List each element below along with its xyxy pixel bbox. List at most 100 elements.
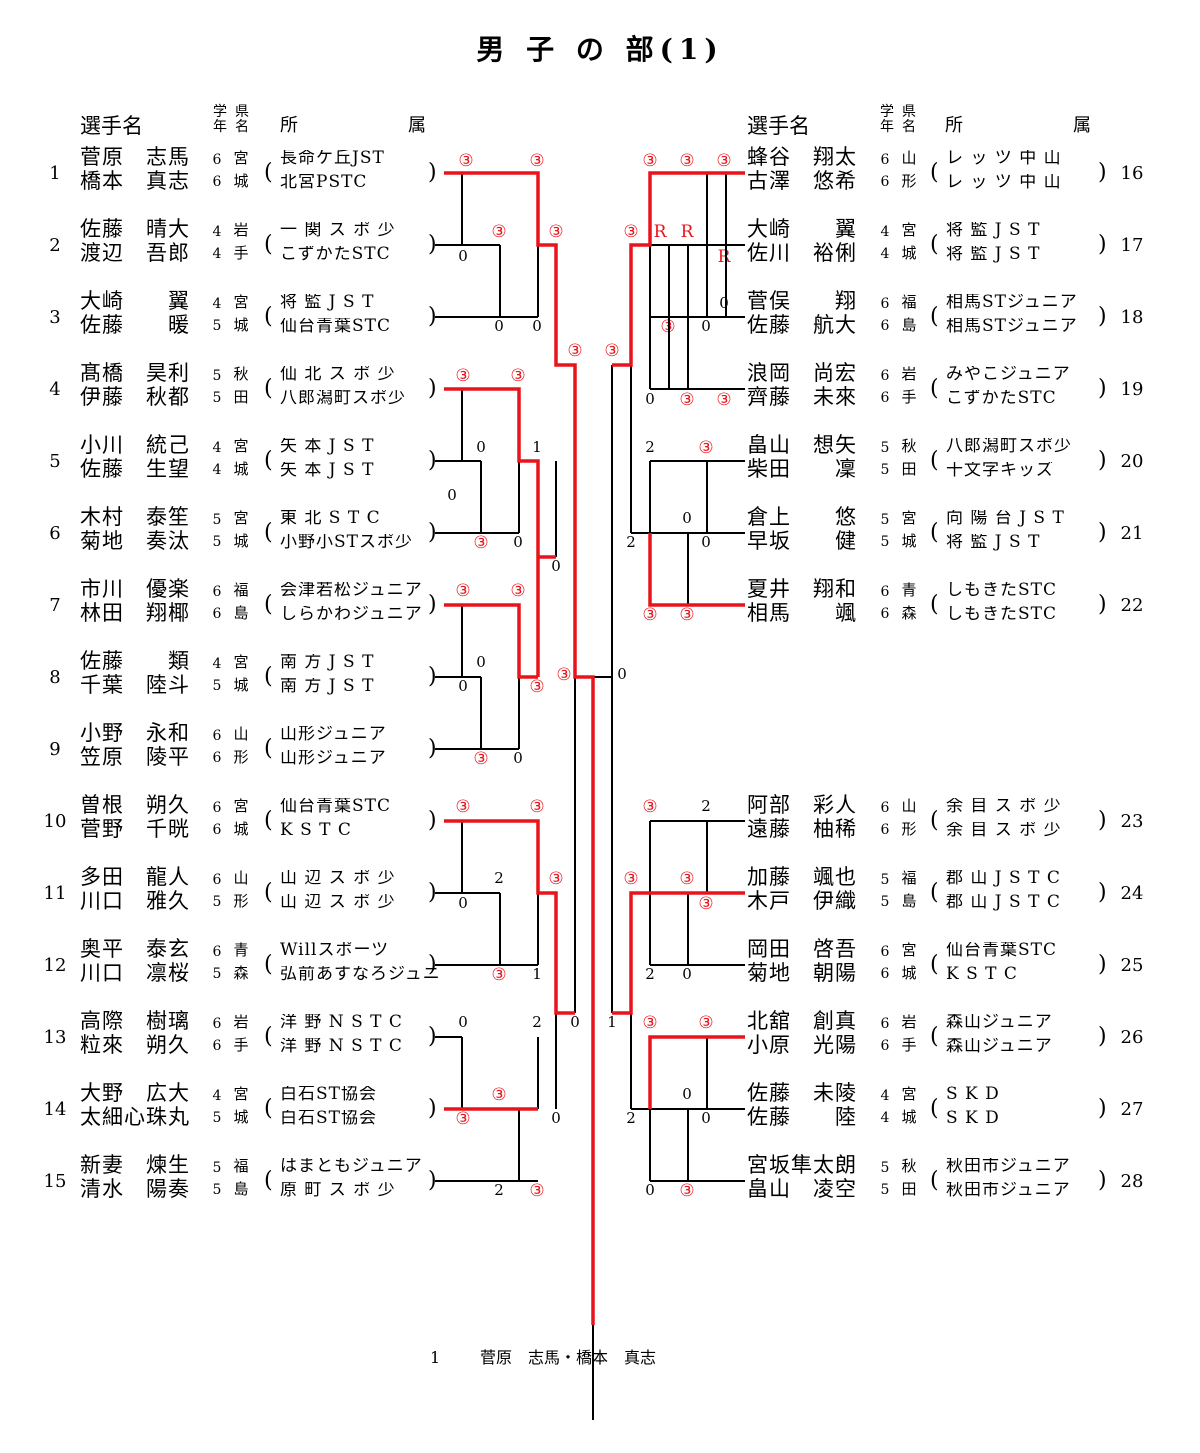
player-pref: 島 — [233, 1180, 249, 1198]
paren-open: ( — [930, 1168, 939, 1193]
match-score: 0 — [682, 1085, 692, 1103]
match-score: ③ — [567, 341, 583, 361]
player-pref: 福 — [233, 1157, 249, 1175]
match-score: ③ — [642, 797, 658, 817]
paren-close: ) — [428, 1096, 437, 1121]
paren-open: ( — [264, 880, 273, 905]
player-pref: 城 — [901, 532, 917, 550]
player-grade: 4 — [212, 1088, 222, 1104]
paren-open: ( — [930, 448, 939, 473]
match-score: 0 — [494, 317, 504, 335]
seed-number: 14 — [43, 1099, 67, 1120]
player-grade: 5 — [212, 534, 222, 550]
paren-open: ( — [264, 808, 273, 833]
match-score: 0 — [458, 677, 468, 695]
paren-close: ) — [1098, 376, 1107, 401]
player-name: 佐藤 晴大 — [80, 217, 190, 241]
seed-number: 15 — [43, 1171, 67, 1192]
match-score: ③ — [510, 581, 526, 601]
match-score: 0 — [476, 653, 486, 671]
seed-number: 19 — [1120, 379, 1144, 400]
player-name: 菊地 朝陽 — [747, 961, 857, 985]
seed-number: 9 — [49, 739, 61, 760]
player-club: はまともジュニア — [280, 1158, 423, 1175]
player-pref: 岩 — [901, 365, 917, 383]
match-score: ③ — [529, 797, 545, 817]
player-pref: 山 — [901, 797, 917, 815]
paren-open: ( — [930, 1024, 939, 1049]
player-grade: 4 — [212, 296, 222, 312]
player-grade: 5 — [880, 534, 890, 550]
player-grade: 4 — [212, 246, 222, 262]
paren-close: ) — [428, 304, 437, 329]
player-name: 宮坂隼太朗 — [747, 1153, 857, 1177]
match-score: ③ — [473, 749, 489, 769]
player-club: しらかわジュニア — [280, 606, 423, 623]
paren-close: ) — [428, 448, 437, 473]
paren-close: ) — [1098, 232, 1107, 257]
seed-number: 25 — [1120, 955, 1144, 976]
player-pref: 山 — [901, 149, 917, 167]
player-club: 向 陽 台 J S T — [946, 510, 1065, 527]
paren-close: ) — [428, 160, 437, 185]
player-pref: 宮 — [901, 509, 917, 527]
paren-close: ) — [428, 520, 437, 545]
match-score: 0 — [570, 1013, 580, 1031]
seed-number: 20 — [1120, 451, 1144, 472]
paren-open: ( — [930, 592, 939, 617]
player-grade: 6 — [880, 296, 890, 312]
player-pref: 城 — [233, 460, 249, 478]
seed-number: 3 — [49, 307, 61, 328]
paren-open: ( — [264, 520, 273, 545]
player-grade: 6 — [880, 606, 890, 622]
left-header-player: 選手名 — [80, 114, 143, 138]
player-name: 清水 陽奏 — [80, 1177, 190, 1201]
player-pref: 山 — [233, 725, 249, 743]
player-grade: 6 — [880, 390, 890, 406]
paren-open: ( — [264, 736, 273, 761]
match-score: ③ — [556, 665, 572, 685]
player-grade: 5 — [212, 678, 222, 694]
player-name: 木戸 伊織 — [747, 889, 857, 913]
match-score: ③ — [491, 222, 507, 242]
player-grade: 6 — [212, 1038, 222, 1054]
player-club: 山 辺 ス ポ 少 — [280, 894, 396, 911]
seed-number: 28 — [1120, 1171, 1144, 1192]
player-grade: 4 — [880, 1110, 890, 1126]
match-score: ③ — [548, 222, 564, 242]
match-score: ③ — [679, 151, 695, 171]
player-name: 奥平 泰玄 — [80, 937, 190, 961]
player-name: 大野 広大 — [80, 1081, 190, 1105]
paren-open: ( — [930, 232, 939, 257]
match-score: 0 — [701, 533, 711, 551]
player-name: 小川 統己 — [80, 433, 190, 457]
player-name: 岡田 啓吾 — [747, 937, 857, 961]
match-score: 2 — [701, 797, 711, 815]
paren-close: ) — [1098, 1168, 1107, 1193]
player-grade: 5 — [212, 894, 222, 910]
player-club: 将 監 J S T — [280, 294, 375, 311]
player-pref: 宮 — [233, 509, 249, 527]
player-name: 菊地 奏汰 — [80, 529, 190, 553]
player-club: しもきたSTC — [946, 606, 1057, 623]
player-pref: 城 — [233, 1108, 249, 1126]
player-pref: 岩 — [901, 1013, 917, 1031]
seed-number: 11 — [43, 883, 67, 904]
paren-close: ) — [428, 736, 437, 761]
player-pref: 田 — [901, 1180, 917, 1198]
player-name: 古澤 悠希 — [747, 169, 857, 193]
right-header-pref: 県名 — [902, 104, 916, 135]
player-club: K S T C — [280, 822, 352, 839]
paren-close: ) — [428, 1168, 437, 1193]
right-header-club-b: 属 — [1073, 115, 1091, 136]
player-pref: 宮 — [901, 941, 917, 959]
match-score: ③ — [473, 533, 489, 553]
match-score: ③ — [642, 605, 658, 625]
player-name: 佐川 裕俐 — [747, 241, 857, 265]
player-grade: 5 — [880, 440, 890, 456]
paren-close: ) — [428, 1024, 437, 1049]
player-club: K S T C — [946, 966, 1018, 983]
player-club: 余 目 ス ポ 少 — [946, 822, 1062, 839]
match-score: ③ — [491, 1085, 507, 1105]
